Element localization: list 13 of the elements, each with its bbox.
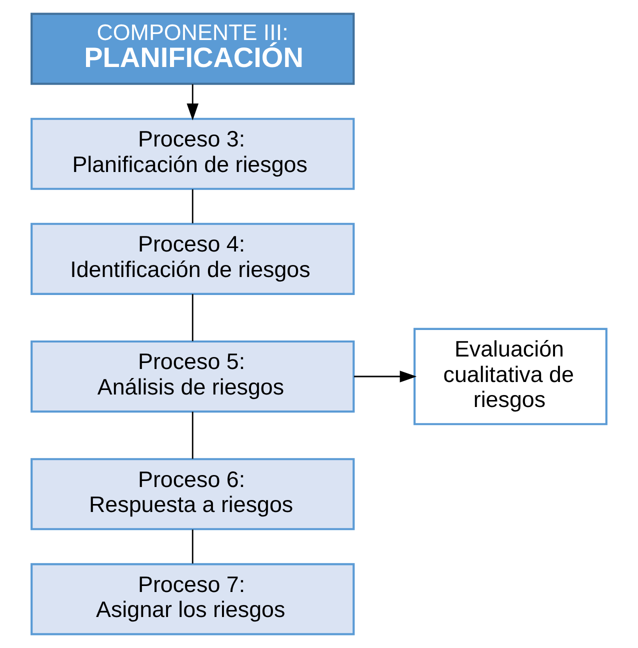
connector bbox=[192, 412, 194, 459]
node-box: COMPONENTE III: PLANIFICACIÓN bbox=[30, 12, 355, 85]
node-box: Evaluación cualitativa de riesgos bbox=[414, 328, 608, 426]
arrow bbox=[186, 84, 199, 120]
node-box: Proceso 6: Respuesta a riesgos bbox=[30, 458, 355, 530]
arrow bbox=[354, 370, 417, 382]
connector bbox=[192, 189, 194, 224]
node-box: Proceso 3: Planificación de riesgos bbox=[30, 118, 355, 190]
node-box: Proceso 4: Identificación de riesgos bbox=[30, 222, 355, 295]
node-box: Proceso 5: Análisis de riesgos bbox=[30, 340, 355, 413]
node-box: Proceso 7: Asignar los riesgos bbox=[30, 563, 355, 636]
connector bbox=[192, 530, 194, 564]
connector bbox=[192, 294, 194, 342]
